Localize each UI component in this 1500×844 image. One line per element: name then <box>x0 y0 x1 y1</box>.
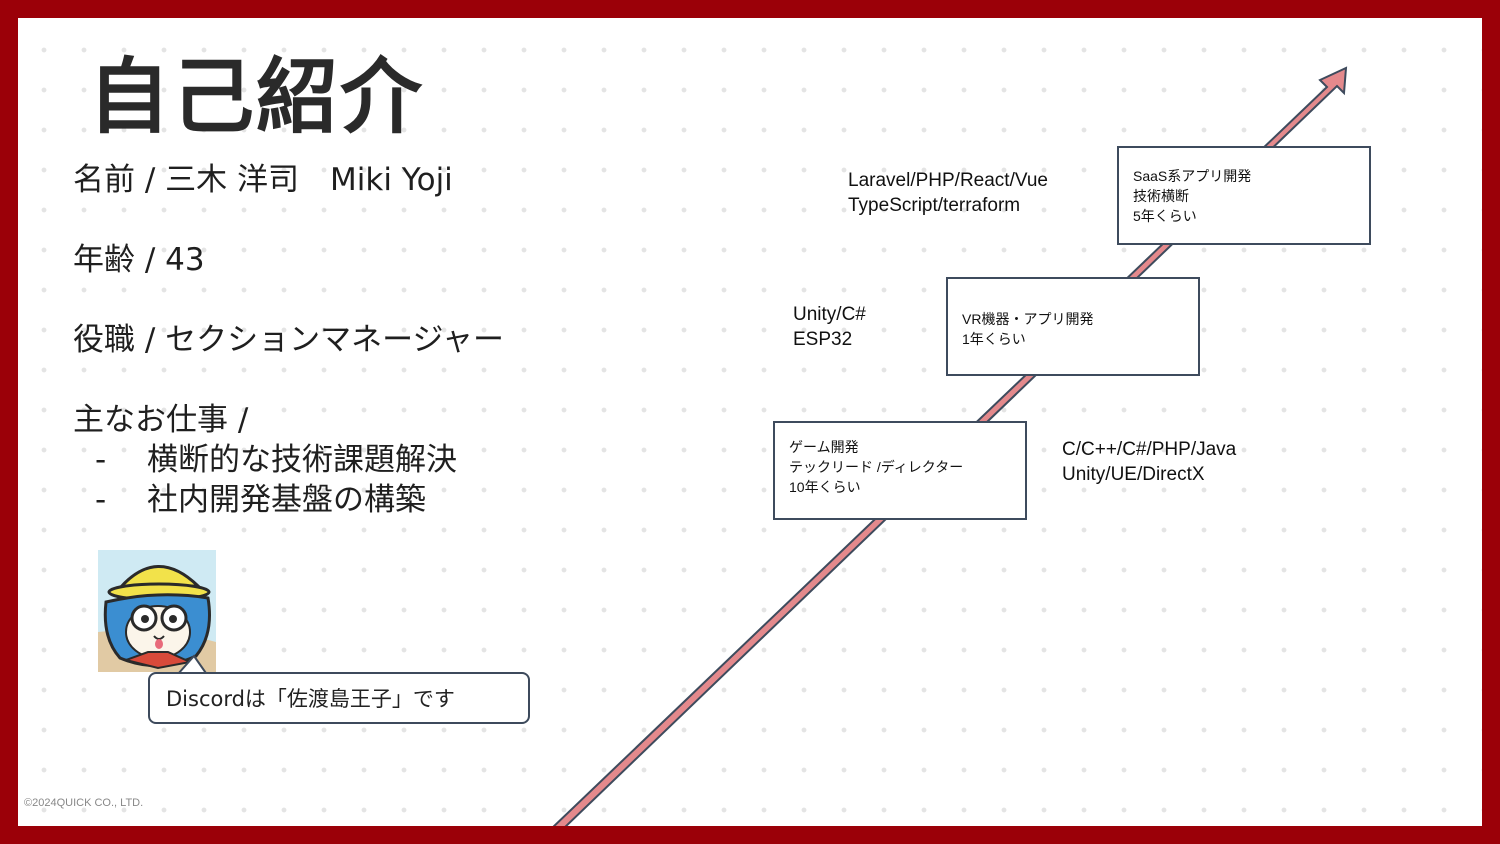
speech-bubble: Discordは「佐渡島王子」です <box>148 672 530 724</box>
profile-section: 名前 / 三木 洋司 Miki Yoji 年齢 / 43 役職 / セクションマ… <box>73 160 673 520</box>
tech-line: ESP32 <box>793 329 853 350</box>
work-item-text: 社内開発基盤の構築 <box>147 482 426 518</box>
cat-avatar-icon <box>98 550 216 672</box>
copyright: ©2024QUICK CO., LTD. <box>24 797 144 809</box>
profile-work-heading: 主なお仕事 / <box>73 402 249 438</box>
career-tech-saas: Laravel/PHP/React/Vue TypeScript/terrafo… <box>848 168 1048 218</box>
bullet-symbol: - <box>95 442 107 478</box>
growth-arrow-shape <box>552 66 1348 826</box>
career-box-game: ゲーム開発 テックリード /ディレクター 10年くらい <box>773 421 1027 520</box>
career-line: SaaS系アプリ開発 <box>1133 168 1252 184</box>
tech-line: Unity/C# <box>793 304 866 325</box>
work-item: - 横断的な技術課題解決 <box>73 440 673 480</box>
tech-line: C/C++/C#/PHP/Java <box>1062 439 1237 460</box>
work-item: - 社内開発基盤の構築 <box>73 480 673 520</box>
career-line: 5年くらい <box>1133 208 1197 224</box>
tech-line: TypeScript/terraform <box>848 195 1021 216</box>
slide: 自己紹介 名前 / 三木 洋司 Miki Yoji 年齢 / 43 役職 / セ… <box>18 18 1482 826</box>
profile-age: 年齢 / 43 <box>73 242 205 278</box>
career-line: ゲーム開発 <box>789 439 859 455</box>
profile-name: 名前 / 三木 洋司 Miki Yoji <box>73 162 453 198</box>
career-line: テックリード /ディレクター <box>789 459 964 475</box>
career-line: 10年くらい <box>789 479 861 495</box>
career-tech-vr: Unity/C# ESP32 <box>793 302 866 352</box>
career-line: VR機器・アプリ開発 <box>962 311 1094 327</box>
career-box-saas: SaaS系アプリ開発 技術横断 5年くらい <box>1117 146 1371 245</box>
career-box-vr: VR機器・アプリ開発 1年くらい <box>946 277 1200 376</box>
work-item-text: 横断的な技術課題解決 <box>147 442 457 478</box>
bullet-symbol: - <box>95 482 107 518</box>
page-title: 自己紹介 <box>88 50 425 145</box>
tech-line: Unity/UE/DirectX <box>1062 464 1205 485</box>
career-line: 技術横断 <box>1133 188 1189 204</box>
growth-arrow <box>552 66 1348 826</box>
profile-role: 役職 / セクションマネージャー <box>73 322 504 358</box>
career-tech-game: C/C++/C#/PHP/Java Unity/UE/DirectX <box>1062 437 1236 487</box>
tech-line: Laravel/PHP/React/Vue <box>848 170 1048 191</box>
career-line: 1年くらい <box>962 331 1026 347</box>
